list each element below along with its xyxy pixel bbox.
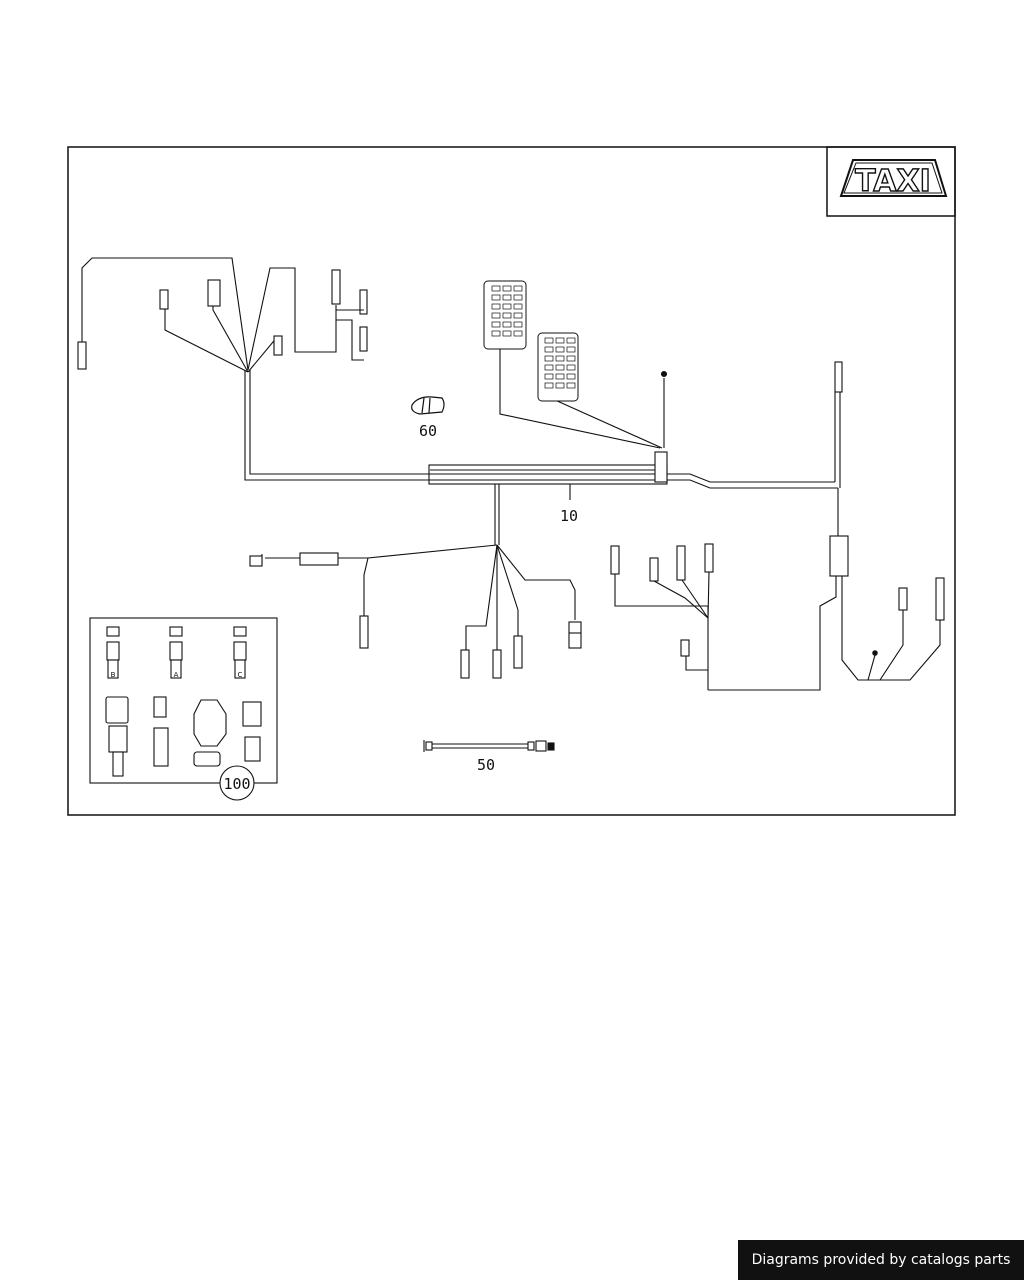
callout-100: 100	[223, 775, 250, 793]
fuse-block-lower	[537, 332, 579, 402]
callout-10: 10	[560, 507, 578, 525]
taxi-badge-text: TAXI	[855, 164, 931, 199]
connector-letter-c: C	[238, 671, 243, 679]
fuse-block-upper	[483, 280, 527, 350]
footer-credit: Diagrams provided by catalogs parts	[738, 1240, 1024, 1280]
clip-part	[411, 396, 445, 415]
connector-letter-b: B	[111, 671, 116, 679]
callout-50: 50	[477, 756, 495, 774]
cable-part	[423, 740, 555, 752]
connector-kit	[89, 617, 278, 801]
taxi-badge: TAXI	[839, 159, 948, 200]
taxi-badge-box	[826, 146, 956, 217]
connector-letter-a: A	[174, 671, 179, 679]
diagram-frame	[67, 146, 956, 816]
main-harness	[77, 257, 945, 691]
callout-60: 60	[419, 422, 437, 440]
